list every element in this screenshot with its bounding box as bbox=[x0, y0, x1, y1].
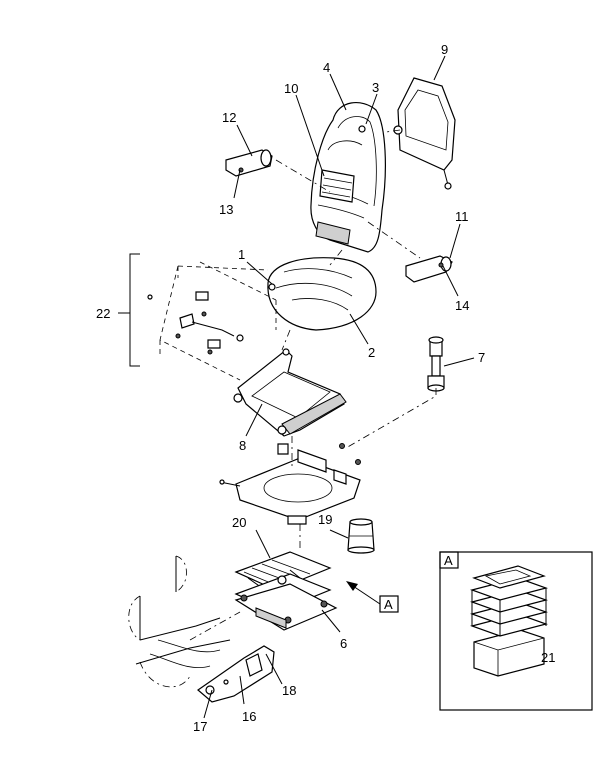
callout-4: 4 bbox=[323, 60, 330, 75]
callout-8: 8 bbox=[239, 438, 246, 453]
callout-2: 2 bbox=[368, 345, 375, 360]
view-arrow-a: A bbox=[346, 581, 399, 613]
callout-7: 7 bbox=[478, 350, 485, 365]
callout-14: 14 bbox=[455, 298, 469, 313]
callout-10: 10 bbox=[284, 81, 298, 96]
callout-12: 12 bbox=[222, 110, 236, 125]
armrest-right bbox=[405, 255, 453, 283]
callout-18: 18 bbox=[282, 683, 296, 698]
kit-bracket bbox=[129, 253, 140, 367]
callout-11: 11 bbox=[455, 209, 469, 224]
hardware-kit bbox=[147, 261, 277, 381]
callout-3: 3 bbox=[372, 80, 379, 95]
shock-absorber bbox=[427, 336, 445, 392]
side-shields bbox=[128, 555, 275, 703]
callout-22: 22 bbox=[96, 306, 110, 321]
callout-16: 16 bbox=[242, 709, 256, 724]
callout-21: 21 bbox=[541, 650, 555, 665]
callout-13: 13 bbox=[219, 202, 233, 217]
callout-1: 1 bbox=[238, 247, 245, 262]
callout-9: 9 bbox=[441, 42, 448, 57]
lumbar-panel bbox=[319, 169, 355, 203]
callout-6: 6 bbox=[340, 636, 347, 651]
suspension-unit bbox=[234, 551, 338, 631]
view-flag-a: A bbox=[384, 597, 393, 612]
detail-view-a: A bbox=[439, 551, 593, 711]
seat-back bbox=[310, 102, 386, 253]
base-plate bbox=[219, 443, 361, 525]
armrest-left bbox=[225, 149, 273, 177]
callout-20: 20 bbox=[232, 515, 246, 530]
projection-lines bbox=[177, 129, 437, 641]
back-frame bbox=[393, 77, 456, 190]
callout-17: 17 bbox=[193, 719, 207, 734]
seat-pan-frame bbox=[233, 348, 347, 437]
seat-cushion bbox=[267, 257, 377, 331]
callouts: 4 3 10 9 12 13 11 14 1 2 22 7 8 19 20 6 … bbox=[96, 42, 555, 734]
air-spring bbox=[347, 518, 375, 554]
detail-label-a: A bbox=[444, 553, 453, 568]
callout-19: 19 bbox=[318, 512, 332, 527]
leader-lines bbox=[203, 55, 541, 719]
gasket-stack bbox=[469, 565, 549, 677]
